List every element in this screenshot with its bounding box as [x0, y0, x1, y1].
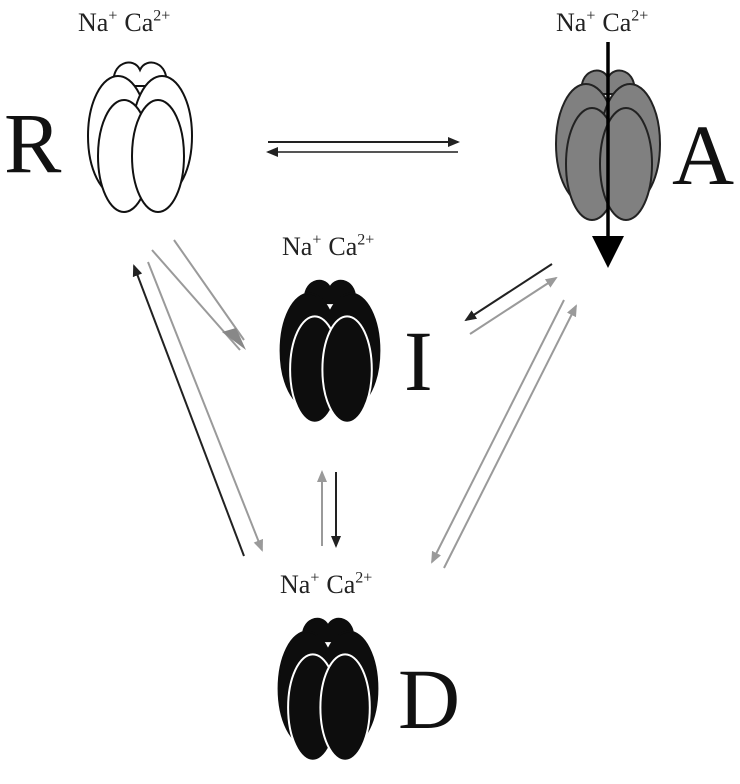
channel-desensitized — [279, 619, 378, 761]
state-label-R: R — [4, 100, 61, 186]
arrow-A-I — [466, 264, 556, 334]
state-label-I: I — [404, 318, 433, 404]
ion-label-I: Na+Ca2+ — [282, 232, 374, 262]
state-label-D: D — [398, 656, 460, 742]
channel-inactivated — [281, 281, 380, 423]
ion-label-D: Na+Ca2+ — [280, 570, 372, 600]
arrow-I-D — [322, 472, 336, 546]
arrow-R-A — [268, 142, 458, 152]
state-label-A: A — [672, 112, 734, 198]
arrow-R-I — [152, 240, 246, 350]
arrow-R-D — [134, 262, 262, 556]
arrow-A-D — [432, 300, 576, 568]
ion-label-A: Na+Ca2+ — [556, 8, 648, 38]
ion-label-R: Na+Ca2+ — [78, 8, 170, 38]
channel-resting — [88, 63, 192, 212]
